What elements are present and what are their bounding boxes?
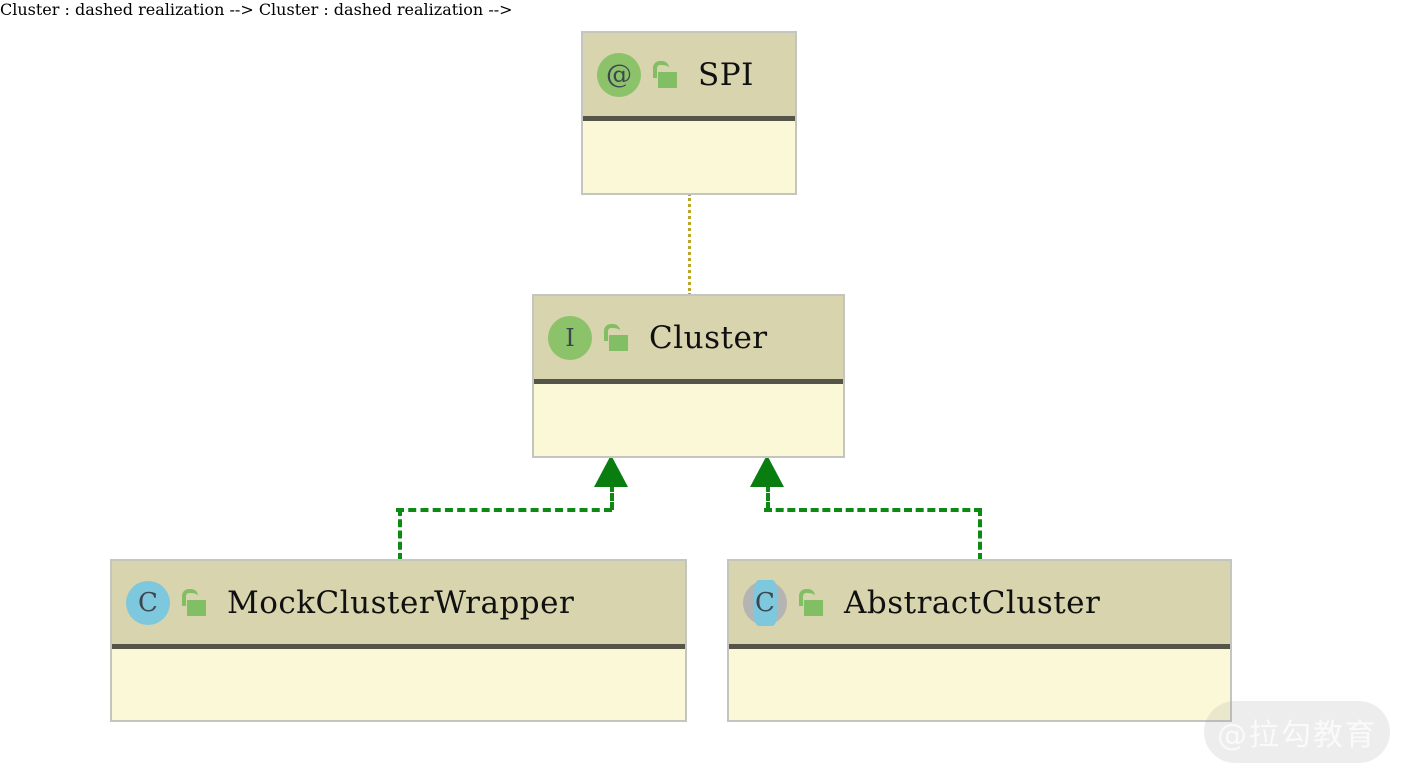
edge-realization-mock-segment-horizontal	[396, 508, 612, 512]
abstract-class-badge-glyph: C	[755, 587, 775, 618]
abstract-class-badge-icon: C	[743, 579, 787, 626]
class-badge-glyph: C	[138, 587, 158, 618]
uml-node-cluster[interactable]: I Cluster	[532, 294, 845, 458]
edge-realization-mock-segment-vertical-upper	[610, 484, 614, 510]
annotation-badge-icon: @	[597, 52, 641, 97]
uml-node-spi-title: SPI	[698, 56, 754, 93]
uml-node-cluster-body	[534, 384, 843, 455]
uml-node-cluster-title: Cluster	[649, 319, 768, 356]
interface-badge-icon: I	[548, 315, 592, 360]
uml-node-mock-cluster-wrapper-title: MockClusterWrapper	[227, 584, 575, 621]
arrowhead-mock-implements-cluster	[594, 455, 628, 487]
uml-node-mock-cluster-wrapper[interactable]: C MockClusterWrapper	[110, 559, 687, 722]
edge-realization-abstract-segment-vertical-upper	[766, 484, 770, 510]
edge-annotation-spi-cluster	[688, 193, 691, 296]
uml-node-mock-cluster-wrapper-header: C MockClusterWrapper	[112, 561, 685, 649]
uml-node-abstract-cluster-title: AbstractCluster	[844, 584, 1101, 621]
class-badge-icon: C	[126, 580, 170, 625]
unlocked-padlock-icon	[181, 588, 207, 617]
uml-node-abstract-cluster[interactable]: C AbstractCluster	[727, 559, 1232, 722]
arrowhead-abstract-implements-cluster	[750, 455, 784, 487]
unlocked-padlock-icon	[603, 323, 629, 352]
uml-node-abstract-cluster-header: C AbstractCluster	[729, 561, 1230, 649]
annotation-badge-glyph: @	[606, 59, 632, 90]
unlocked-padlock-icon	[652, 60, 678, 89]
uml-node-cluster-header: I Cluster	[534, 296, 843, 384]
uml-node-spi[interactable]: @ SPI	[581, 31, 797, 195]
edge-realization-mock-segment-vertical-lower	[398, 508, 402, 561]
uml-node-mock-cluster-wrapper-body	[112, 649, 685, 719]
uml-node-spi-header: @ SPI	[583, 33, 795, 121]
edge-realization-abstract-segment-horizontal	[764, 508, 982, 512]
uml-node-abstract-cluster-body	[729, 649, 1230, 719]
interface-badge-glyph: I	[565, 323, 575, 352]
uml-node-spi-body	[583, 121, 795, 192]
unlocked-padlock-icon	[798, 588, 824, 617]
edge-realization-abstract-segment-vertical-lower	[978, 508, 982, 561]
